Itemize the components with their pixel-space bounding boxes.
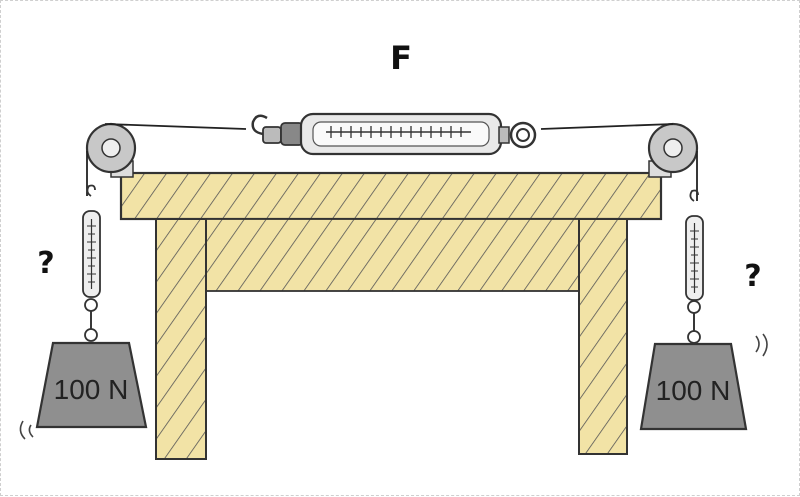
table-leg-left — [155, 218, 207, 460]
hook-icon — [251, 114, 268, 136]
spring-scale-right-icon — [685, 189, 704, 314]
table-top — [119, 171, 663, 221]
weight-left-icon — [19, 328, 148, 440]
table — [119, 171, 663, 460]
weight-right-icon — [639, 330, 768, 431]
left-unknown-label: ? — [37, 246, 54, 281]
table-leg-right — [578, 218, 628, 455]
spring-scale-top-icon — [251, 112, 537, 156]
pulley-left-icon — [85, 122, 137, 178]
left-weight-label: 100 N — [54, 374, 129, 405]
right-weight-label: 100 N — [656, 375, 731, 406]
spring-scale-left-icon — [82, 184, 101, 312]
pulley-right-icon — [647, 122, 699, 178]
right-unknown-label: ? — [744, 259, 761, 294]
force-label: F — [390, 39, 412, 77]
table-back-panel — [205, 218, 582, 292]
